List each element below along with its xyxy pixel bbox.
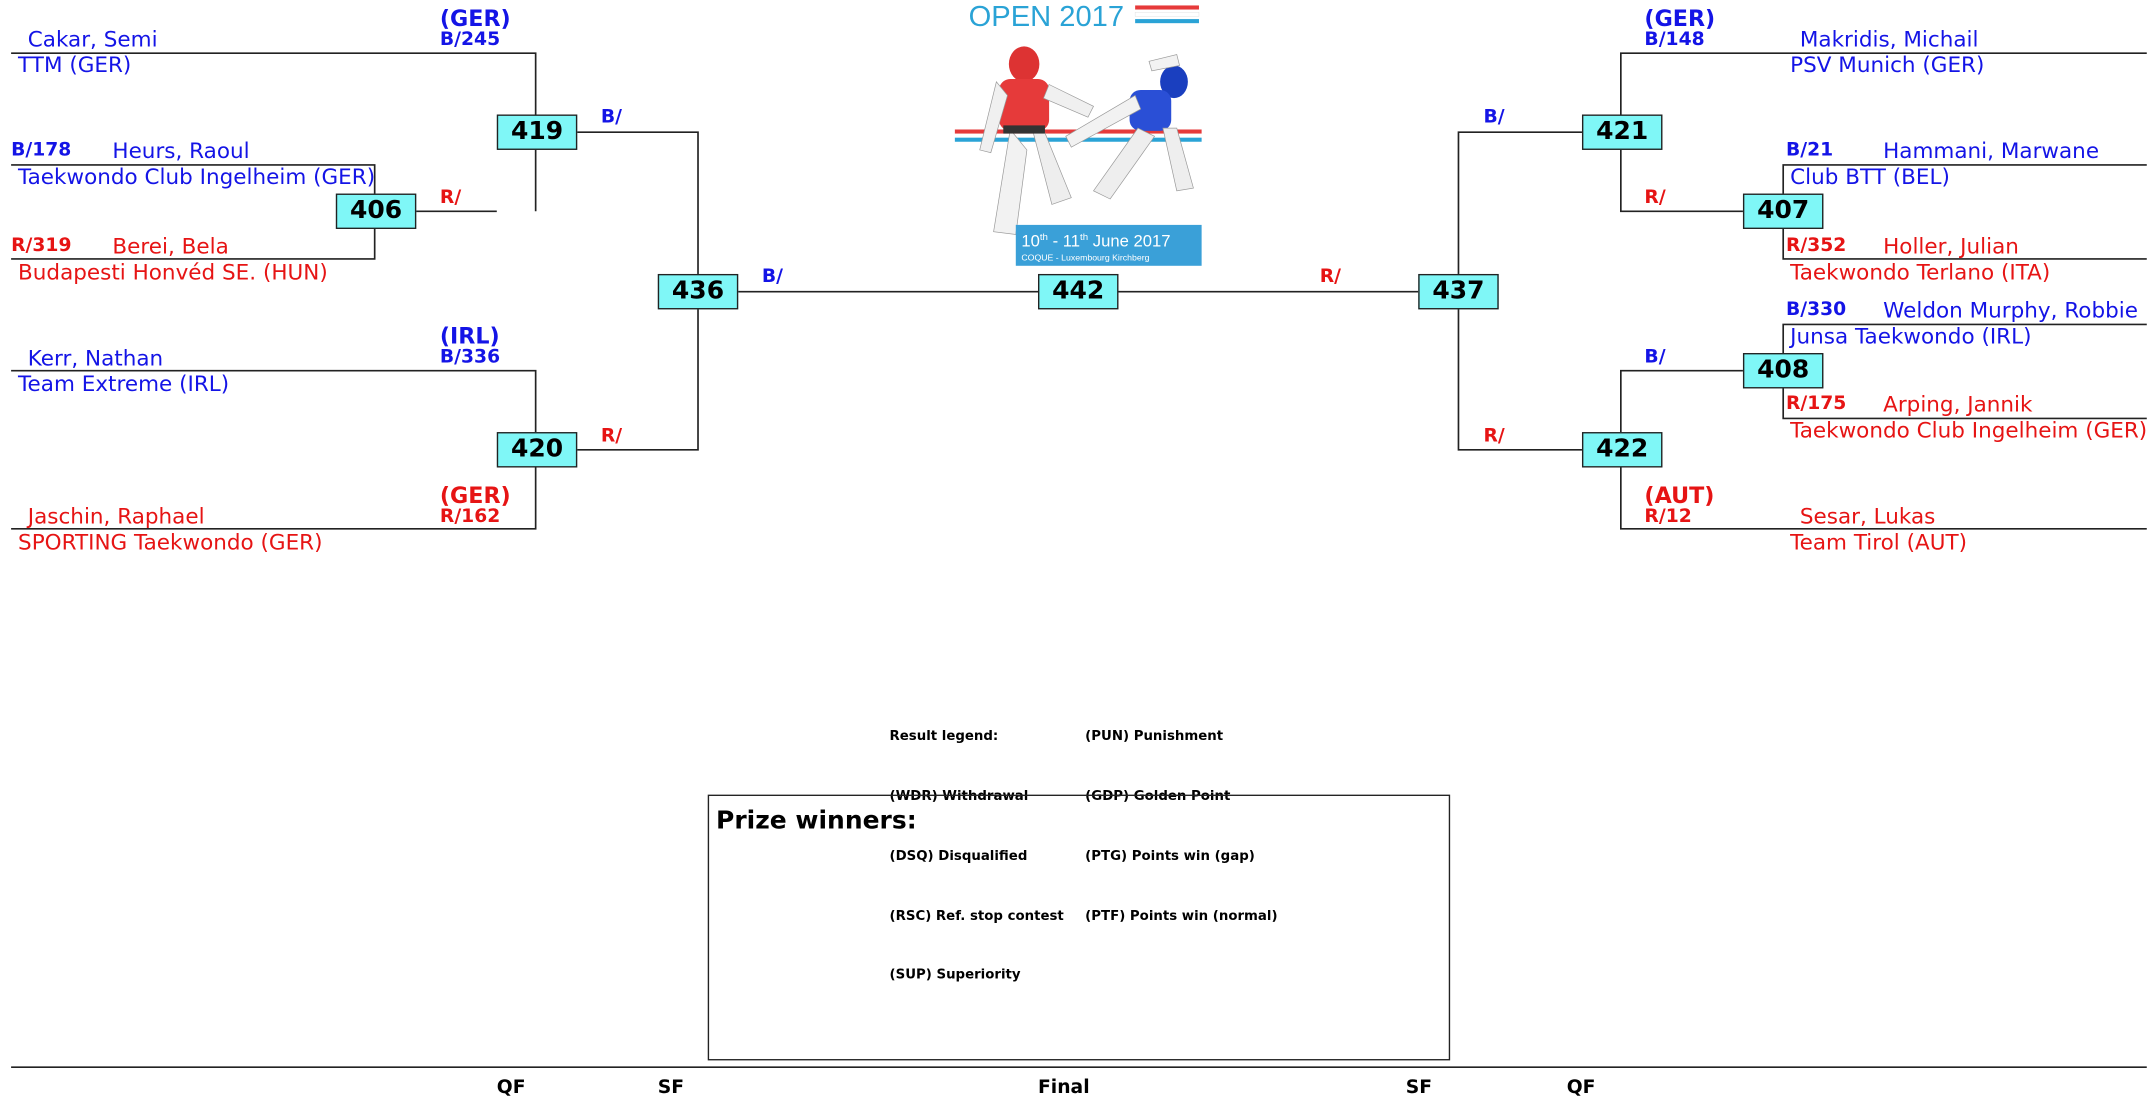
match-box-422: 422 — [1581, 432, 1663, 468]
competitor-name: Cakar, Semi — [27, 27, 158, 52]
legend-item: (SUP) Superiority — [889, 968, 1021, 984]
corner-label-red: R/ — [1319, 265, 1341, 288]
round-label-sf: SF — [1405, 1076, 1433, 1099]
corner-label-red: R/ — [600, 425, 623, 448]
corner-label-blue: B/ — [1644, 346, 1666, 369]
logo-date-day1: 10 — [1021, 233, 1040, 251]
competitor-name: Jaschin, Raphael — [27, 504, 205, 529]
competitor-club: SPORTING Taekwondo (GER) — [18, 530, 323, 555]
competitor-name: Weldon Murphy, Robbie — [1883, 298, 2138, 324]
logo-date-day2: 11 — [1063, 233, 1080, 251]
match-box-436: 436 — [657, 273, 739, 310]
result-legend-col1: Result legend: (WDR) Withdrawal (DSQ) Di… — [890, 688, 1064, 1026]
corner-label-red: R/ — [439, 186, 462, 209]
seed-tag: R/175 — [1785, 392, 1847, 415]
prize-winners-title: Prize winners: — [716, 806, 917, 836]
competitor-name: Sesar, Lukas — [1799, 504, 1936, 529]
legend-item: (PTF) Points win (normal) — [1085, 908, 1278, 924]
corner-label-red: R/ — [1483, 425, 1505, 448]
legend-item: (WDR) Withdrawal — [889, 789, 1029, 805]
competitor-club: Junsa Taekwondo (IRL) — [1790, 324, 2032, 349]
competitor-club: PSV Munich (GER) — [1790, 53, 1985, 78]
competitor-club: Taekwondo Terlano (ITA) — [1790, 260, 2051, 285]
legend-item: (DSQ) Disqualified — [889, 848, 1028, 864]
tournament-logo: OPEN 2017 — [954, 0, 1202, 267]
nation-label: (GER) — [439, 5, 511, 32]
match-box-442: 442 — [1037, 273, 1119, 310]
seed-tag: B/21 — [1785, 139, 1834, 161]
round-label-final: Final — [1037, 1076, 1090, 1099]
logo-date-sup1: th — [1040, 232, 1048, 243]
result-legend-col2: (PUN) Punishment (GDP) Golden Point (PTG… — [1085, 688, 1277, 966]
seed-tag: B/178 — [11, 139, 72, 161]
legend-item: (PUN) Punishment — [1085, 729, 1224, 745]
competitor-name: Berei, Bela — [112, 234, 229, 259]
nation-label: (GER) — [1644, 5, 1716, 32]
round-label-qf: QF — [1566, 1076, 1596, 1099]
competitor-name: Heurs, Raoul — [112, 139, 250, 164]
competitor-club: Taekwondo Club Ingelheim (GER) — [1790, 418, 2148, 443]
match-box-437: 437 — [1418, 273, 1499, 310]
competitor-club: Team Tirol (AUT) — [1790, 530, 1967, 555]
match-box-421: 421 — [1581, 114, 1663, 150]
corner-label-blue: B/ — [1483, 106, 1505, 129]
match-box-420: 420 — [496, 432, 578, 468]
svg-text:10th - 11th June 2017: 10th - 11th June 2017 — [1021, 232, 1170, 251]
competitor-club: Budapesti Honvéd SE. (HUN) — [18, 260, 328, 285]
legend-item: (PTG) Points win (gap) — [1085, 848, 1255, 864]
legend-item: (GDP) Golden Point — [1085, 789, 1231, 805]
competitor-club: Club BTT (BEL) — [1790, 164, 1950, 190]
seed-tag: B/148 — [1644, 28, 1705, 51]
nation-label: (GER) — [439, 482, 511, 509]
match-box-419: 419 — [496, 114, 578, 150]
red-fighter-figure — [979, 46, 1094, 235]
competitor-name: Makridis, Michail — [1799, 27, 1979, 52]
seed-tag: B/330 — [1785, 298, 1847, 321]
seed-tag: B/245 — [439, 28, 501, 51]
seed-tag: R/352 — [1785, 234, 1847, 257]
corner-label-red: R/ — [1644, 186, 1666, 209]
match-box-407: 407 — [1742, 193, 1824, 229]
logo-venue: COQUE - Luxembourg Kirchberg — [1021, 252, 1149, 262]
match-box-408: 408 — [1742, 353, 1824, 389]
logo-title: OPEN 2017 — [969, 1, 1124, 33]
logo-date-sup2: th — [1080, 232, 1088, 243]
legend-heading: Result legend: — [889, 729, 999, 745]
competitor-name: Hammani, Marwane — [1883, 139, 2100, 164]
round-label-sf: SF — [657, 1076, 685, 1099]
legend-item: (RSC) Ref. stop contest — [889, 908, 1064, 924]
seed-tag: R/12 — [1644, 505, 1692, 528]
nation-label: (IRL) — [439, 323, 500, 349]
corner-label-blue: B/ — [761, 265, 783, 288]
nation-label: (AUT) — [1644, 482, 1715, 509]
blue-fighter-figure — [1065, 54, 1194, 200]
logo-date-month: June 2017 — [1093, 233, 1171, 251]
round-label-qf: QF — [496, 1076, 526, 1099]
competitor-club: TTM (GER) — [18, 53, 132, 78]
competitor-club: Team Extreme (IRL) — [18, 372, 230, 397]
match-box-406: 406 — [335, 193, 417, 229]
prize-winners-box: Prize winners: — [707, 794, 1451, 1061]
seed-tag: R/162 — [439, 505, 501, 528]
competitor-name: Arping, Jannik — [1883, 392, 2033, 418]
seed-tag: B/336 — [439, 346, 501, 369]
competitor-name: Kerr, Nathan — [27, 346, 164, 371]
corner-label-blue: B/ — [600, 106, 623, 129]
competitor-club: Taekwondo Club Ingelheim (GER) — [18, 164, 376, 190]
competitor-name: Holler, Julian — [1883, 234, 2019, 259]
seed-tag: R/319 — [11, 234, 72, 257]
